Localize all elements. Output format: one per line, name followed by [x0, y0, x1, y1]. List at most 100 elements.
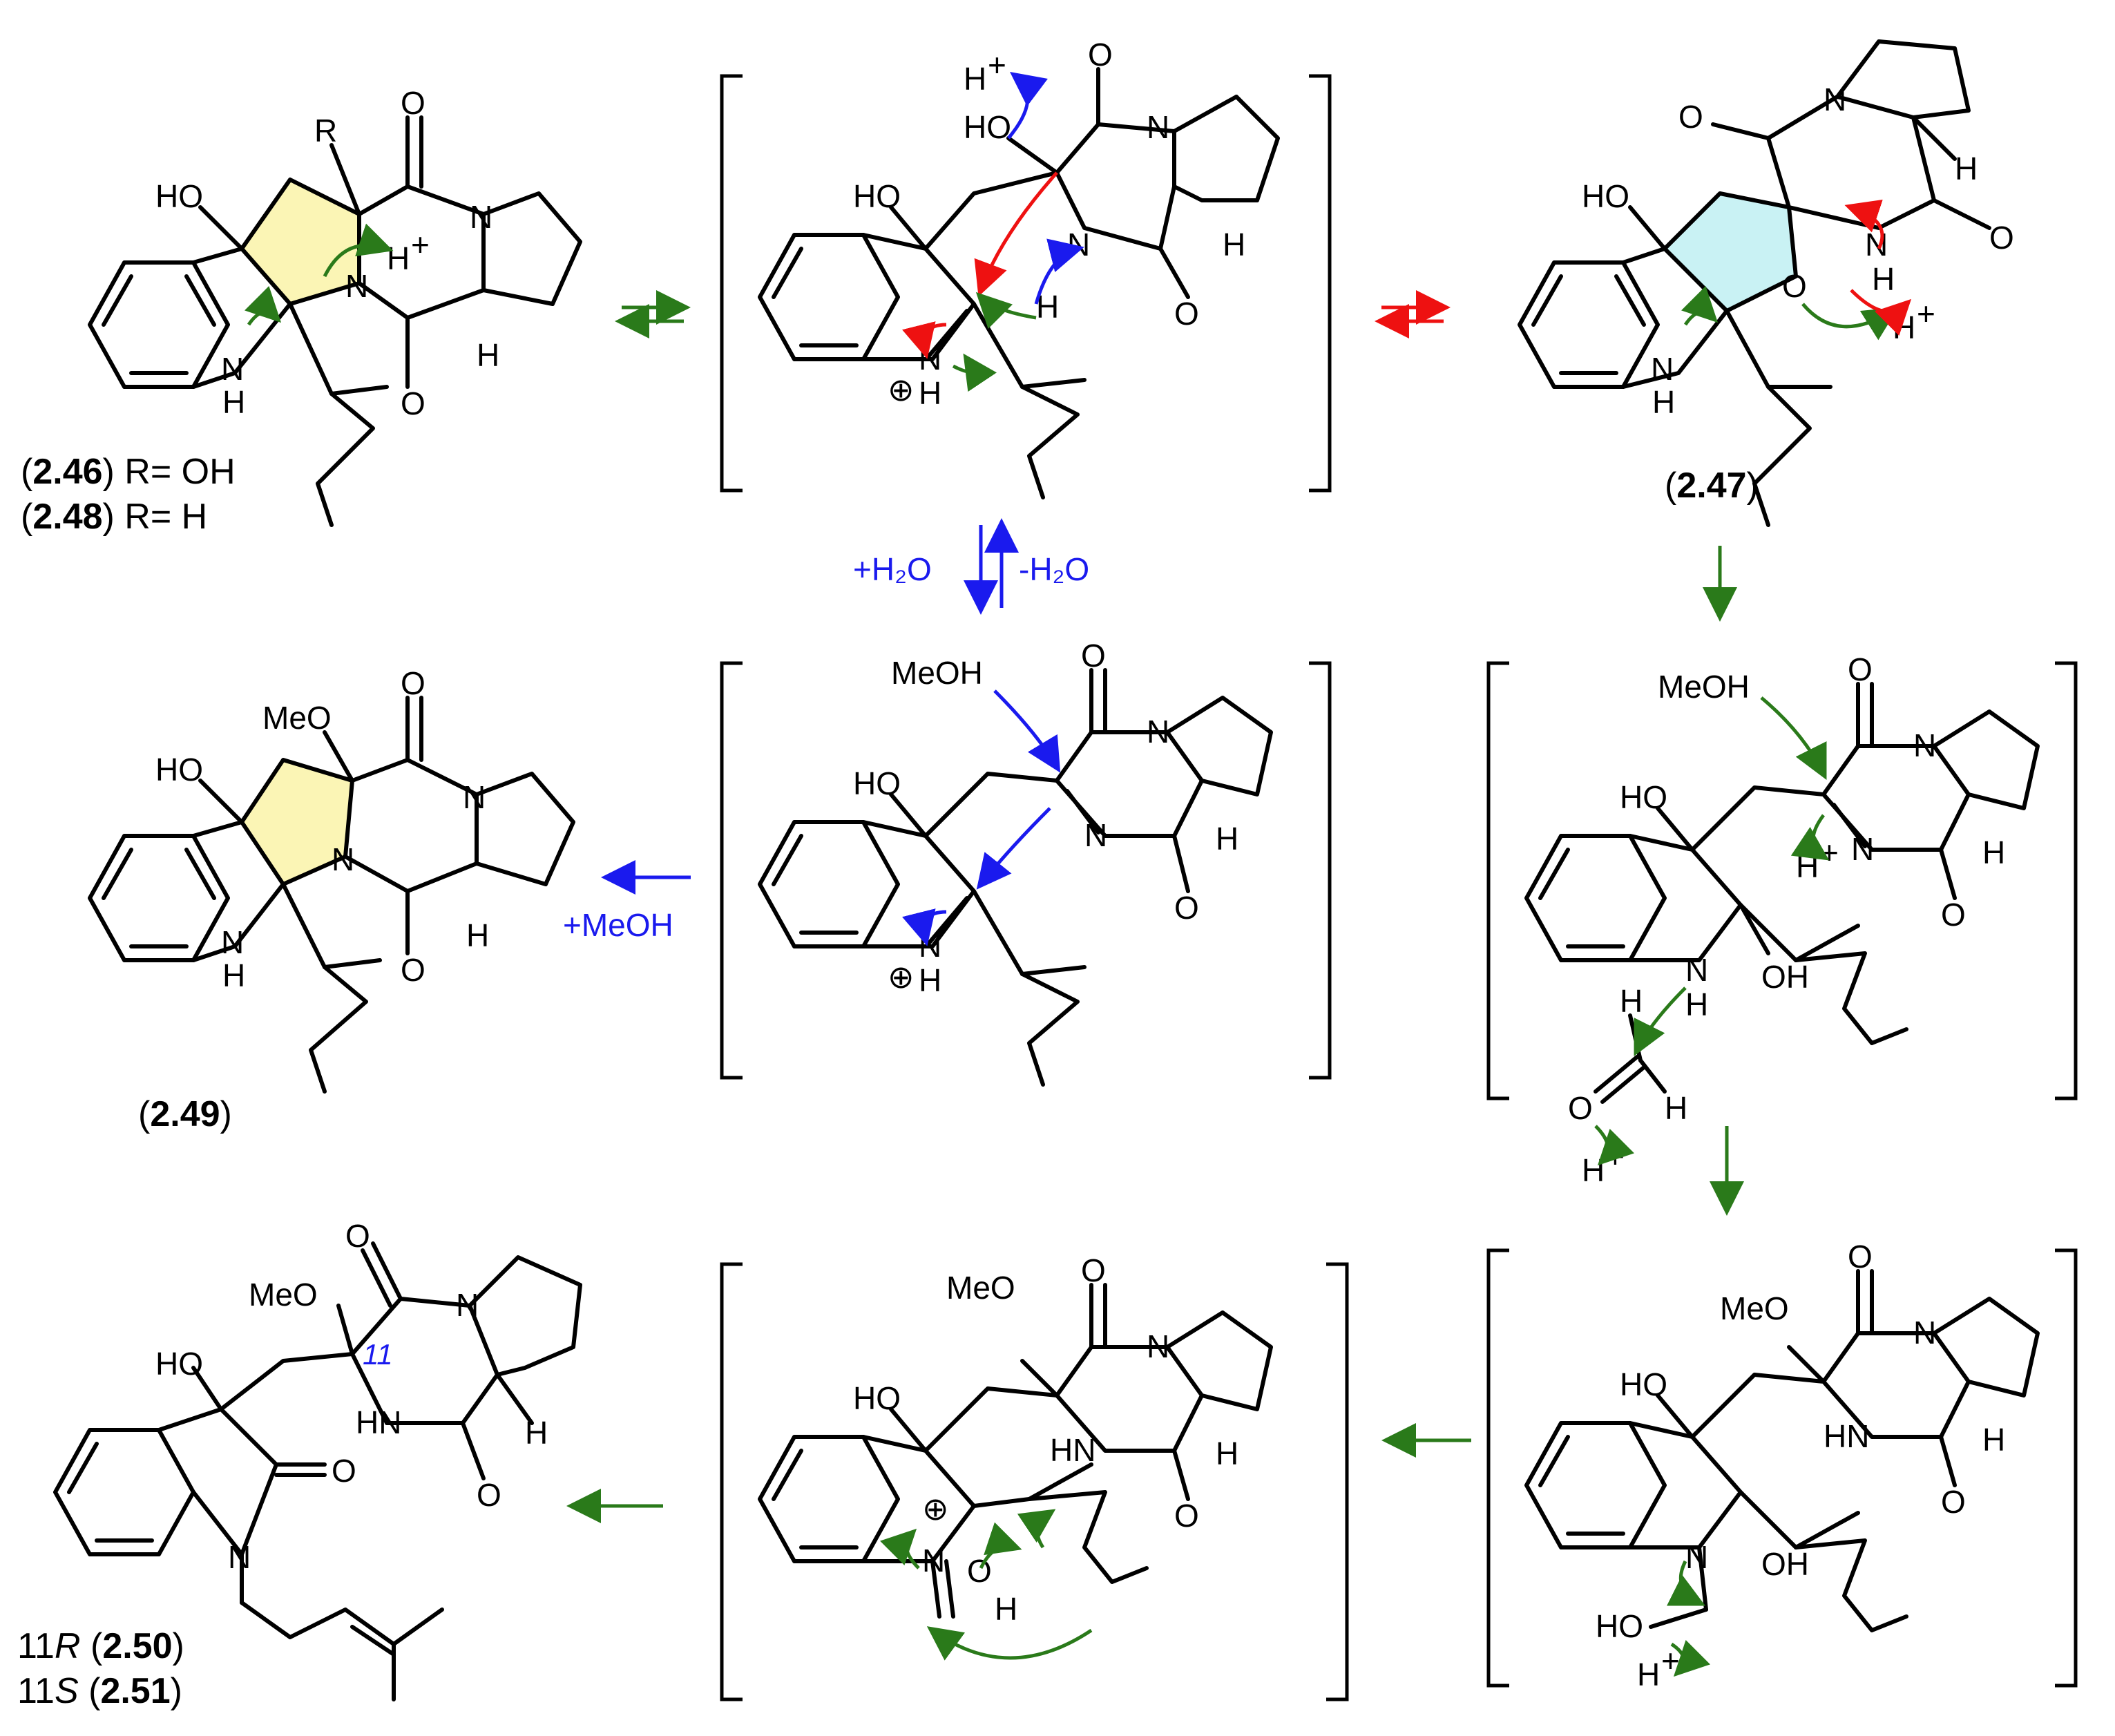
label-o: O [401, 385, 425, 421]
label-o: O [332, 1453, 356, 1489]
label-r: R [314, 113, 337, 149]
label-h: H [1216, 1435, 1238, 1471]
label-h: H [1982, 834, 2005, 870]
label-h: H [466, 917, 489, 953]
label-h: H [1796, 848, 1819, 884]
label-ho: HO [1596, 1608, 1643, 1644]
label-h: H [477, 337, 499, 373]
label-meo: MeO [262, 700, 332, 736]
label-h: H [964, 61, 986, 97]
label-ho: HO [155, 752, 203, 788]
label-h: H [1893, 309, 1915, 345]
label-o: O [1174, 1498, 1199, 1534]
label-h: H [387, 240, 410, 276]
label-n: N [1651, 351, 1674, 387]
label-n: N [919, 341, 941, 376]
label-h: H [1982, 1422, 2005, 1458]
label-h: H [1223, 227, 1245, 263]
label-n: N [1067, 227, 1090, 263]
label-n: N [1824, 82, 1846, 117]
label-n: N [456, 1287, 479, 1323]
label-h: H [525, 1415, 548, 1451]
label-o: O [1174, 890, 1199, 926]
label-n: N [463, 779, 486, 815]
label-h: H [222, 957, 245, 993]
label-h: H [919, 375, 941, 411]
label-o: O [1941, 897, 1966, 933]
label-nh: N [221, 924, 244, 960]
oplus-icon: ⊕ [922, 1491, 949, 1527]
label-o: O [401, 952, 425, 988]
label-h: H [1620, 983, 1643, 1019]
label-h: H [1216, 821, 1238, 857]
label-ho: HO [964, 109, 1011, 145]
label-h: H [1665, 1090, 1687, 1126]
label-plus: + [1917, 296, 1935, 332]
label-hn: HN [356, 1404, 401, 1440]
label-n: N [1147, 1328, 1169, 1364]
label-ho: HO [155, 1346, 203, 1382]
reagent-minus-water: -H₂O [1019, 551, 1089, 587]
label-ho: HO [1620, 1366, 1667, 1402]
label-meo: MeO [946, 1270, 1015, 1306]
compound-label-2-46: (2.46) R= OH [21, 452, 236, 492]
label-ho: HO [853, 1380, 901, 1416]
intermediate-aminal: HO MeOH O N N O H H + N H OH H O H H + [1524, 651, 2040, 1188]
oplus-icon: ⊕ [888, 959, 915, 995]
label-n: N [332, 841, 354, 877]
label-meoh: MeOH [891, 655, 983, 691]
label-h: H [222, 384, 245, 420]
label-o: O [1848, 651, 1873, 687]
label-h: H [1685, 986, 1708, 1022]
label-h: H [1955, 151, 1978, 187]
molecule-2-49: HO MeO O N N O N H H [88, 665, 575, 1094]
locant-11: 11 [363, 1338, 393, 1371]
label-h: H [995, 1591, 1017, 1627]
intermediate-nitrone: HO MeO O N HN O H N ⊕ O H [758, 1252, 1273, 1661]
label-n: N [1865, 227, 1888, 263]
label-o: O [1081, 638, 1106, 674]
label-h: H [1872, 261, 1895, 297]
equilibrium-arrow-red [1375, 290, 1451, 338]
label-n: N [1147, 714, 1169, 750]
label-oh: OH [1761, 1546, 1809, 1582]
label-o: O [401, 665, 425, 701]
oplus-icon: ⊕ [888, 372, 915, 408]
label-o: O [1848, 1239, 1873, 1275]
label-n: N [1685, 952, 1708, 988]
label-meoh: MeOH [1658, 669, 1750, 705]
label-o: O [1088, 37, 1113, 73]
label-n: N [1913, 727, 1936, 763]
intermediate-hemiaminal: HO MeO O N HN O H N OH HO H + [1524, 1239, 2040, 1692]
compound-label-2-51: 11S (2.51) [17, 1671, 182, 1711]
label-plus: + [411, 227, 430, 263]
label-meo: MeO [249, 1277, 318, 1313]
label-o: O [1568, 1090, 1593, 1126]
label-n: N [922, 1543, 945, 1578]
label-h: H [919, 962, 941, 998]
reagent-plus-meoh: +MeOH [563, 907, 673, 943]
reagent-plus-water: +H₂O [853, 551, 932, 587]
label-oh: OH [1761, 959, 1809, 995]
label-h: H [1582, 1152, 1605, 1188]
label-ho: HO [1582, 178, 1629, 214]
molecule-2-47: HO O N H O N H O H + N H [1518, 39, 2014, 527]
label-ho: HO [1620, 779, 1667, 815]
label-o: O [401, 85, 425, 121]
label-o: O [477, 1477, 501, 1513]
compound-label-2-49: (2.49) [138, 1094, 232, 1134]
molecule-2-46: HO R O N N O H + N H H [88, 85, 582, 527]
molecule-2-50-2-51: HO MeO 11 O N HN O H O N [53, 1218, 582, 1701]
label-o: O [1678, 99, 1703, 135]
brackets [720, 74, 2078, 1701]
water-equilibrium-arrows: +H₂O -H₂O [853, 518, 1089, 615]
intermediate-iminium-1: HO HO H + O N N H O H N H ⊕ [758, 37, 1280, 499]
label-n: N [919, 928, 941, 964]
label-ho: HO [853, 178, 901, 214]
label-plus: + [1820, 834, 1839, 870]
label-n: N [1147, 109, 1169, 145]
label-hn: HN [1050, 1432, 1095, 1468]
compound-label-2-47: (2.47) [1665, 466, 1759, 506]
label-n: N [1851, 831, 1874, 867]
